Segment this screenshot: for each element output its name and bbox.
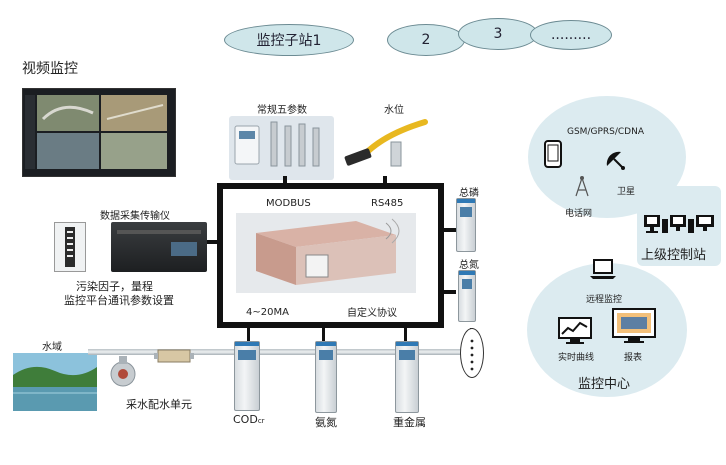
total-n-cabinet xyxy=(458,270,476,322)
phone-icon xyxy=(544,140,562,168)
cod-cabinet xyxy=(234,341,260,411)
collector-device-image xyxy=(111,222,207,272)
station-house-image xyxy=(236,213,416,293)
collector-desc-line2: 监控平台通讯参数设置 xyxy=(64,294,174,307)
cable-to-metal xyxy=(404,328,407,342)
water-area-photo xyxy=(13,353,97,411)
station-pill-2[interactable]: 2 xyxy=(387,24,465,56)
hub-frame-left xyxy=(217,183,223,328)
water-level-sensor-image xyxy=(335,114,440,180)
laptop-icon xyxy=(590,258,616,280)
video-wall-image xyxy=(22,88,176,177)
gsm-label: GSM/GPRS/CDNA xyxy=(567,127,644,137)
report-monitor-icon xyxy=(612,308,656,344)
realtime-label: 实时曲线 xyxy=(558,353,595,363)
cable-to-params xyxy=(283,176,287,186)
water-area-label: 水域 xyxy=(42,342,62,353)
custom-protocol-label: 自定义协议 xyxy=(347,308,397,319)
ammonia-cabinet xyxy=(315,341,337,413)
collector-desc-line1: 污染因子，量程 xyxy=(76,280,153,293)
five-params-sensor-image xyxy=(229,116,334,180)
station-pill-1[interactable]: 监控子站1 xyxy=(224,24,354,56)
chart-monitor-icon xyxy=(558,317,592,345)
ammonia-label: 氨氮 xyxy=(315,416,337,429)
satellite-label: 卫星 xyxy=(617,187,636,197)
video-title: 视频监控 xyxy=(22,61,78,77)
monitor-center-title: 监控中心 xyxy=(578,377,631,392)
computers-icon xyxy=(642,213,718,235)
filter-unit-image xyxy=(154,344,194,368)
cod-label: CODcr xyxy=(233,413,265,426)
phone-tower-icon xyxy=(572,174,592,198)
total-n-label: 总氮 xyxy=(459,260,479,271)
total-p-label: 总磷 xyxy=(459,188,479,199)
station-pill-more[interactable]: ......... xyxy=(530,20,612,50)
collector-panel-image xyxy=(54,222,86,272)
cable-to-totalp xyxy=(444,228,456,232)
upper-station-label: 上级控制站 xyxy=(641,248,707,263)
report-label: 报表 xyxy=(624,353,643,363)
hub-frame-right xyxy=(438,183,444,328)
cable-to-totaln xyxy=(444,290,456,294)
hub-frame-bottom xyxy=(217,322,444,328)
cable-to-cod xyxy=(247,328,250,342)
more-instruments-ellipse xyxy=(460,328,484,378)
modbus-label: MODBUS xyxy=(266,198,311,209)
collector-title: 数据采集传输仪 xyxy=(100,211,170,222)
cable-to-ammonia xyxy=(322,328,325,342)
cod-subscript: cr xyxy=(257,417,265,425)
params-label: 常规五参数 xyxy=(257,105,307,116)
hub-frame-top xyxy=(217,183,444,189)
cable-to-level xyxy=(383,176,387,186)
water-level-label: 水位 xyxy=(384,105,404,116)
water-pipe xyxy=(88,349,468,355)
cable-to-collector xyxy=(206,240,220,244)
station-pill-3[interactable]: 3 xyxy=(458,18,538,50)
total-p-cabinet xyxy=(456,198,476,252)
monitor-center-circle xyxy=(527,263,687,397)
analog-label: 4~20MA xyxy=(246,307,289,318)
cod-text: COD xyxy=(233,413,258,426)
heavy-metal-label: 重金属 xyxy=(393,416,426,429)
pump-image xyxy=(103,352,145,392)
phone-net-label: 电话网 xyxy=(565,209,593,219)
sampling-unit-label: 采水配水单元 xyxy=(126,398,192,411)
heavy-metal-cabinet xyxy=(395,341,419,413)
rs485-label: RS485 xyxy=(371,198,404,209)
remote-label: 远程监控 xyxy=(586,295,623,305)
satellite-icon xyxy=(603,148,629,174)
